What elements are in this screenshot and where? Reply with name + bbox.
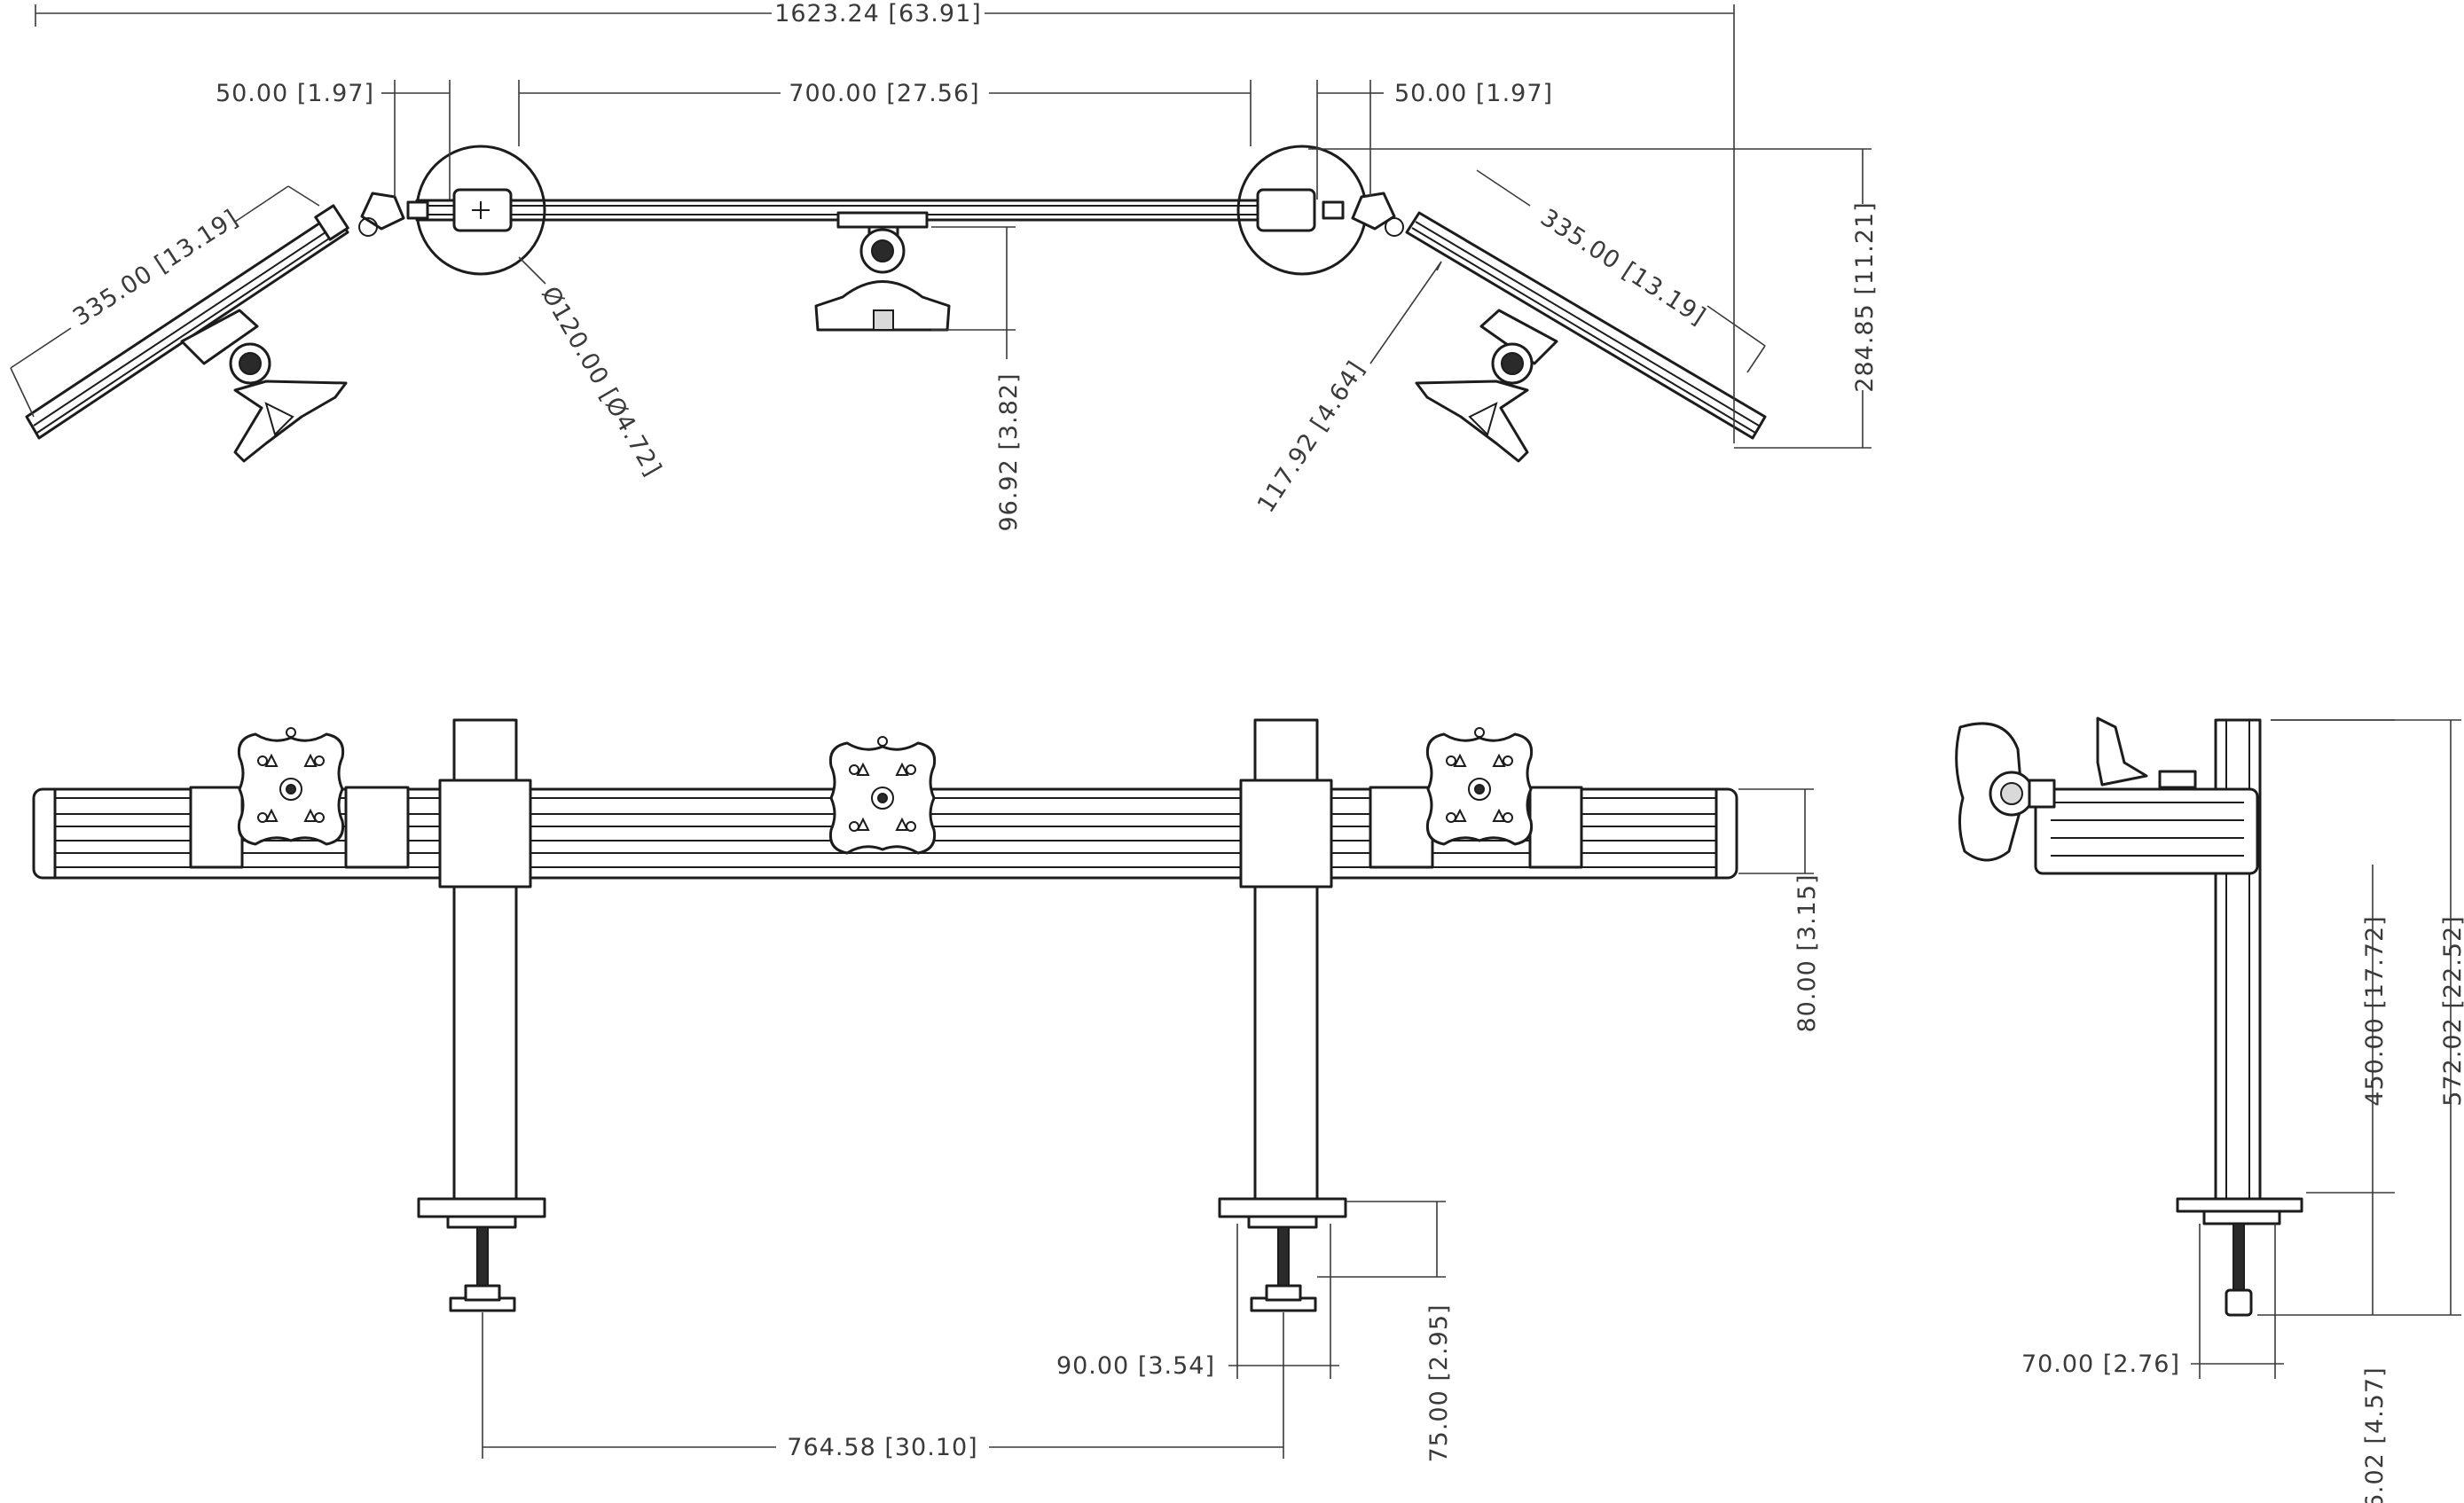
dim-side-depth: 117.92 [4.64] <box>1252 261 1442 518</box>
dim-overall-width: 1623.24 [63.91] <box>35 0 1735 443</box>
dim-label-clamp-travel: 75.00 [2.95] <box>1425 1303 1453 1462</box>
dim-clamp-width: 90.00 [3.54] <box>1056 1224 1339 1380</box>
dim-pole-diameter: Ø120.00 [Ø4.72] <box>518 256 667 481</box>
dim-label-arm-offset-right: 50.00 [1.97] <box>1394 80 1553 107</box>
side-view: 450.00 [17.72] 572.02 [22.52] 116.02 [4.… <box>1955 716 2464 1503</box>
dim-clamp-height: 116.02 [4.57] <box>2361 1193 2389 1503</box>
dim-label-clamp-width: 90.00 [3.54] <box>1056 1352 1215 1380</box>
dim-label-pole-diameter: Ø120.00 [Ø4.72] <box>536 282 667 481</box>
dim-overall-height: 572.02 [22.52] <box>2257 719 2464 1316</box>
dim-center-depth: 96.92 [3.82] <box>931 226 1023 532</box>
dim-pole-spacing: 700.00 [27.56] <box>518 80 1252 146</box>
dim-label-pole-height: 450.00 [17.72] <box>2361 915 2389 1106</box>
dim-clamp-spacing: 764.58 [30.10] <box>482 1312 1284 1461</box>
top-right-arm <box>1405 211 1767 463</box>
front-pole-left <box>417 718 546 1312</box>
side-vesa-head <box>1955 716 2197 862</box>
dim-bar-height: 80.00 [3.15] <box>1738 788 1821 1033</box>
dim-label-center-depth: 96.92 [3.82] <box>995 372 1023 531</box>
dim-clamp-travel: 75.00 [2.95] <box>1317 1201 1453 1463</box>
dim-label-clamp-spacing: 764.58 [30.10] <box>787 1434 977 1461</box>
dim-label-clamp-depth: 70.00 [2.76] <box>2021 1350 2180 1378</box>
dim-label-clamp-height: 116.02 [4.57] <box>2361 1366 2389 1503</box>
dim-label-bar-height: 80.00 [3.15] <box>1793 873 1821 1032</box>
dim-label-overall-height: 572.02 [22.52] <box>2439 915 2464 1106</box>
dim-pole-height: 450.00 [17.72] <box>2271 719 2395 1194</box>
dim-label-side-depth: 117.92 [4.64] <box>1252 356 1370 518</box>
top-view: 1623.24 [63.91] 50.00 [1.97] 700.00 [27.… <box>10 0 1879 532</box>
front-vesa-center <box>828 735 937 855</box>
dim-arm-offset-right: 50.00 [1.97] <box>1316 80 1553 200</box>
top-left-arm <box>25 204 349 463</box>
front-vesa-right <box>1369 726 1583 869</box>
dim-total-depth: 284.85 [11.21] <box>1308 148 1879 449</box>
side-crossbar <box>2034 787 2259 875</box>
front-vesa-left <box>189 726 410 869</box>
dim-label-overall-width: 1623.24 [63.91] <box>774 0 982 27</box>
front-pole-right <box>1218 718 1347 1312</box>
dim-label-arm-offset-left: 50.00 [1.97] <box>216 80 374 107</box>
dim-label-pole-spacing: 700.00 [27.56] <box>789 80 979 107</box>
dim-label-total-depth: 284.85 [11.21] <box>1851 201 1879 392</box>
dim-clamp-depth: 70.00 [2.76] <box>2021 1224 2284 1379</box>
front-view: 80.00 [3.15] 90.00 [3.54] 75.00 [2.95] 7… <box>32 718 1821 1463</box>
dim-arm-offset-left: 50.00 [1.97] <box>216 80 451 200</box>
top-center-mount <box>814 211 951 332</box>
